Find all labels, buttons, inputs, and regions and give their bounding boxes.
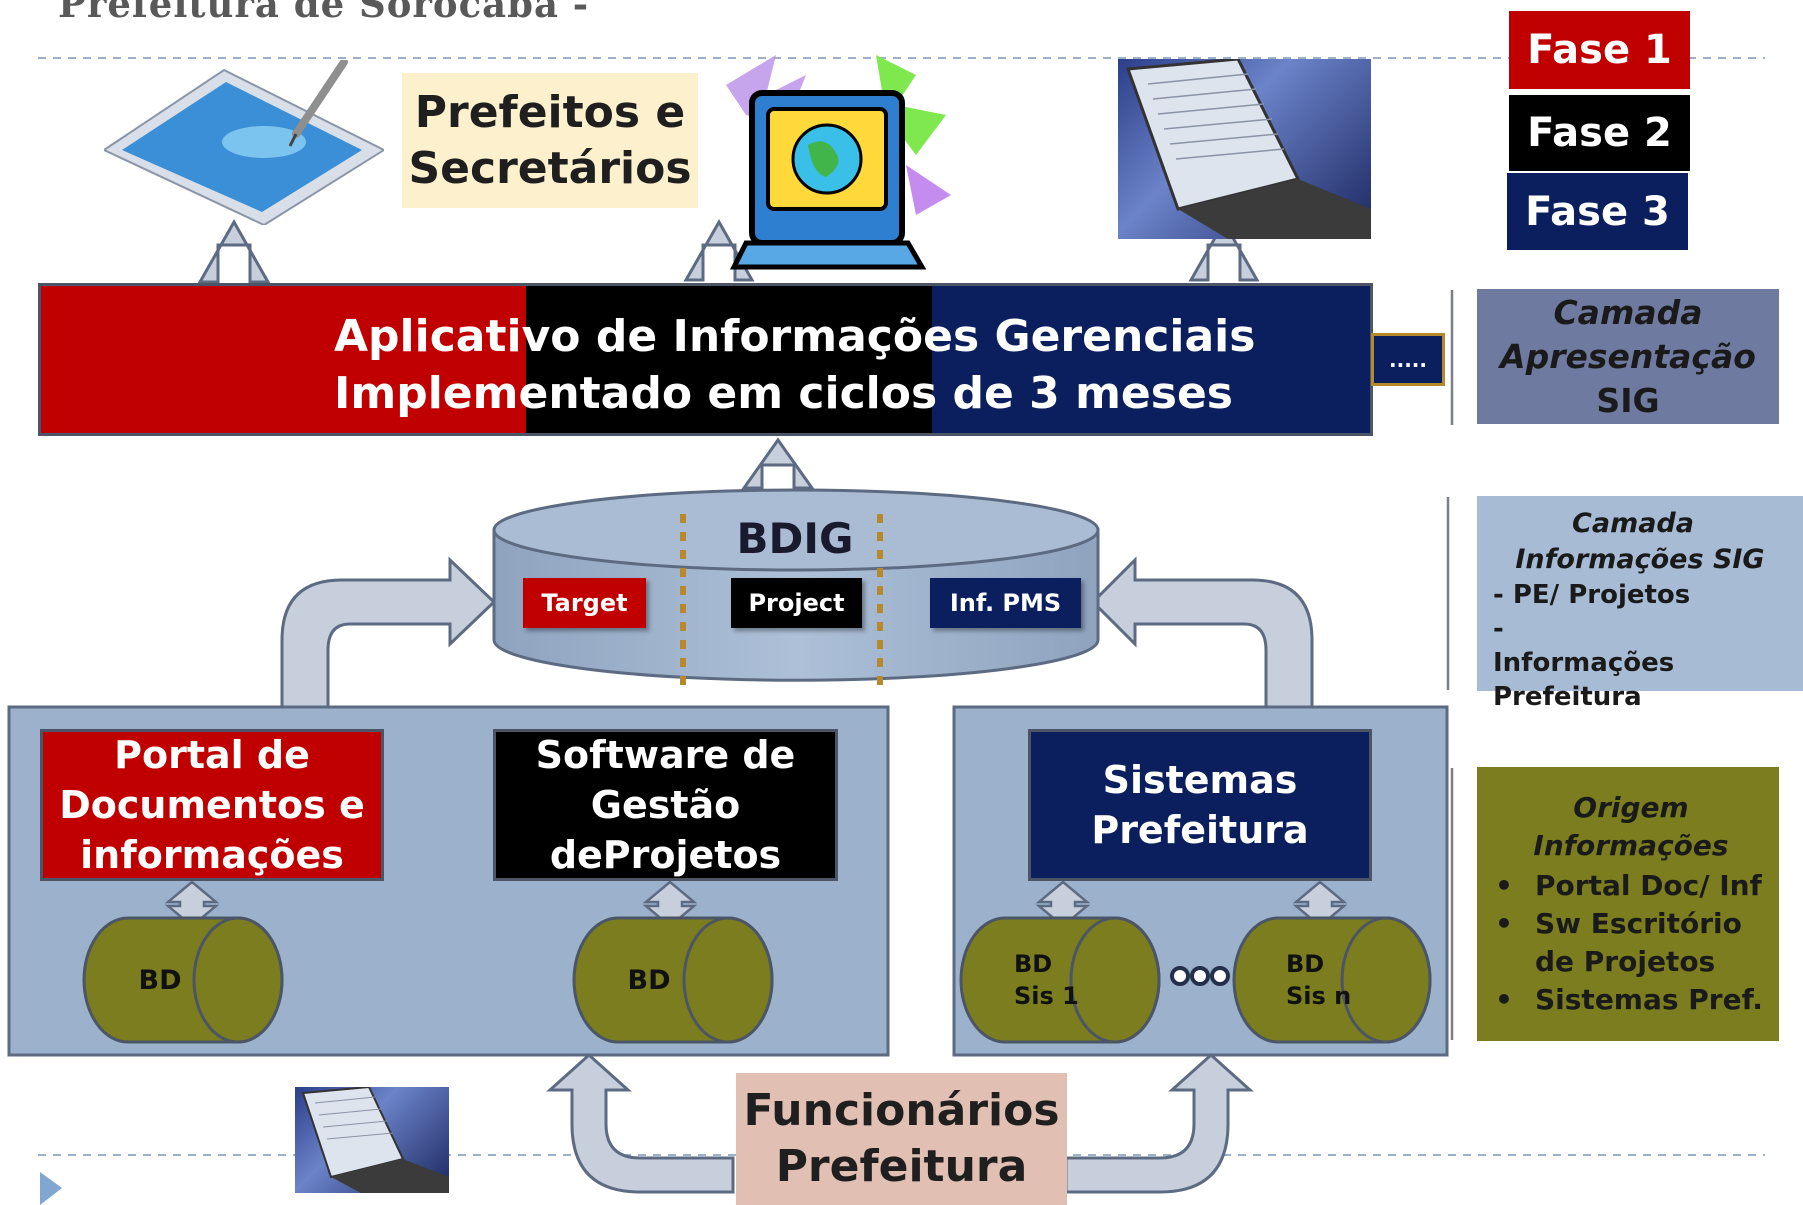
bdig-title: BDIG (736, 513, 854, 563)
origin-line-1: Origem (1573, 791, 1689, 824)
presentation-line-3: SIG (1596, 380, 1660, 420)
bottom-arrow-left (546, 1052, 735, 1194)
slide-bullet-icon (40, 1172, 62, 1205)
bd-label-portal: BD (138, 964, 182, 996)
side-panel-origin: Origem Informações • Portal Doc/ Inf • S… (1477, 767, 1779, 1041)
laptop-photo-icon (1118, 57, 1371, 239)
funcionarios-line-2: Prefeitura (775, 1141, 1028, 1192)
origin-list: • Portal Doc/ Inf • Sw Escritório de Pro… (1495, 867, 1767, 1019)
application-line-2: Implementado em ciclos de 3 meses (334, 368, 1233, 419)
information-item-1: - PE/ Projetos (1493, 580, 1691, 610)
portal-block: Portal de Documentos e informações (40, 729, 384, 881)
up-arrow-left (197, 218, 271, 284)
prefeitos-line-1: Prefeitos e (414, 86, 686, 138)
origin-bullet-2: • (1495, 907, 1513, 940)
bottom-arrow-right (1064, 1052, 1254, 1194)
bd-sis1-line-1: BD (1014, 950, 1053, 978)
application-segment-navy (932, 286, 1370, 433)
prefeitos-line-2: Secretários (408, 142, 692, 194)
bd-cylinder-sisn (1232, 916, 1432, 1044)
origin-item-1-text: Portal Doc/ Inf (1535, 869, 1762, 902)
bd-cylinder-sis1 (959, 916, 1161, 1044)
presentation-line-2: Apresentação (1500, 336, 1756, 376)
origin-bullet-3: • (1495, 983, 1513, 1016)
bd-label-sis1: BD Sis 1 (1014, 948, 1079, 1012)
information-line-2: Informações SIG (1515, 544, 1765, 575)
information-list: - PE/ Projetos - Informações Prefeitura (1493, 578, 1787, 714)
tablet-pen-icon (101, 58, 387, 227)
origin-item-2-text: Sw Escritório de Projetos (1535, 907, 1742, 978)
phase-badge-3: Fase 3 (1507, 173, 1688, 250)
application-segment-red (41, 286, 526, 433)
information-line-1: Camada (1572, 508, 1694, 539)
curve-arrow-right (1090, 556, 1314, 709)
sistemas-block: Sistemas Prefeitura (1028, 729, 1372, 881)
globe-computer-icon (716, 45, 956, 275)
ellipsis-dots (1170, 966, 1230, 986)
chip-inf-pms: Inf. PMS (930, 578, 1081, 628)
software-block: Software de Gestão deProjetos (493, 729, 838, 881)
information-item-2: - Informações Prefeitura (1493, 614, 1675, 712)
phase-badge-2: Fase 2 (1509, 95, 1690, 171)
side-panel-presentation: Camada Apresentação SIG (1477, 289, 1779, 424)
origin-item-3: • Sistemas Pref. (1495, 981, 1767, 1019)
bd-sisn-line-1: BD (1286, 950, 1325, 978)
bd-label-software: BD (627, 964, 671, 996)
phase-badge-1: Fase 1 (1509, 11, 1690, 89)
bd-sisn-line-2: Sis n (1286, 982, 1352, 1010)
prefeitos-label: Prefeitos e Secretários (402, 73, 698, 208)
application-segment-black (526, 286, 932, 433)
presentation-line-1: Camada (1553, 292, 1703, 332)
application-line-1: Aplicativo de Informações Gerenciais (334, 311, 1256, 362)
chip-target: Target (523, 578, 646, 628)
small-laptop-photo-icon (295, 1085, 449, 1193)
origin-item-2: • Sw Escritório de Projetos (1495, 905, 1767, 981)
origin-item-1: • Portal Doc/ Inf (1495, 867, 1767, 905)
application-bar: Aplicativo de Informações Gerenciais Imp… (38, 283, 1373, 436)
funcionarios-line-1: Funcionários (743, 1085, 1060, 1136)
origin-line-2: Informações (1533, 829, 1729, 862)
funcionarios-label: Funcionários Prefeitura (736, 1073, 1067, 1205)
bd-cylinder-software (572, 916, 774, 1044)
origin-bullet-1: • (1495, 869, 1513, 902)
chip-project: Project (731, 578, 862, 628)
curve-arrow-left (280, 556, 497, 709)
origin-item-3-text: Sistemas Pref. (1535, 983, 1763, 1016)
side-panel-information: Camada Informações SIG - PE/ Projetos - … (1477, 496, 1803, 712)
bd-label-sisn: BD Sis n (1286, 948, 1351, 1012)
bd-sis1-line-2: Sis 1 (1014, 982, 1079, 1010)
application-text: Aplicativo de Informações Gerenciais Imp… (334, 308, 1294, 422)
application-more-box: ..... (1371, 333, 1445, 386)
bd-cylinder-portal (82, 916, 284, 1044)
up-arrow-right (1188, 218, 1260, 282)
up-arrow-bdig (741, 437, 815, 490)
page-title: Prefeitura de Sorocaba - (58, 0, 590, 26)
